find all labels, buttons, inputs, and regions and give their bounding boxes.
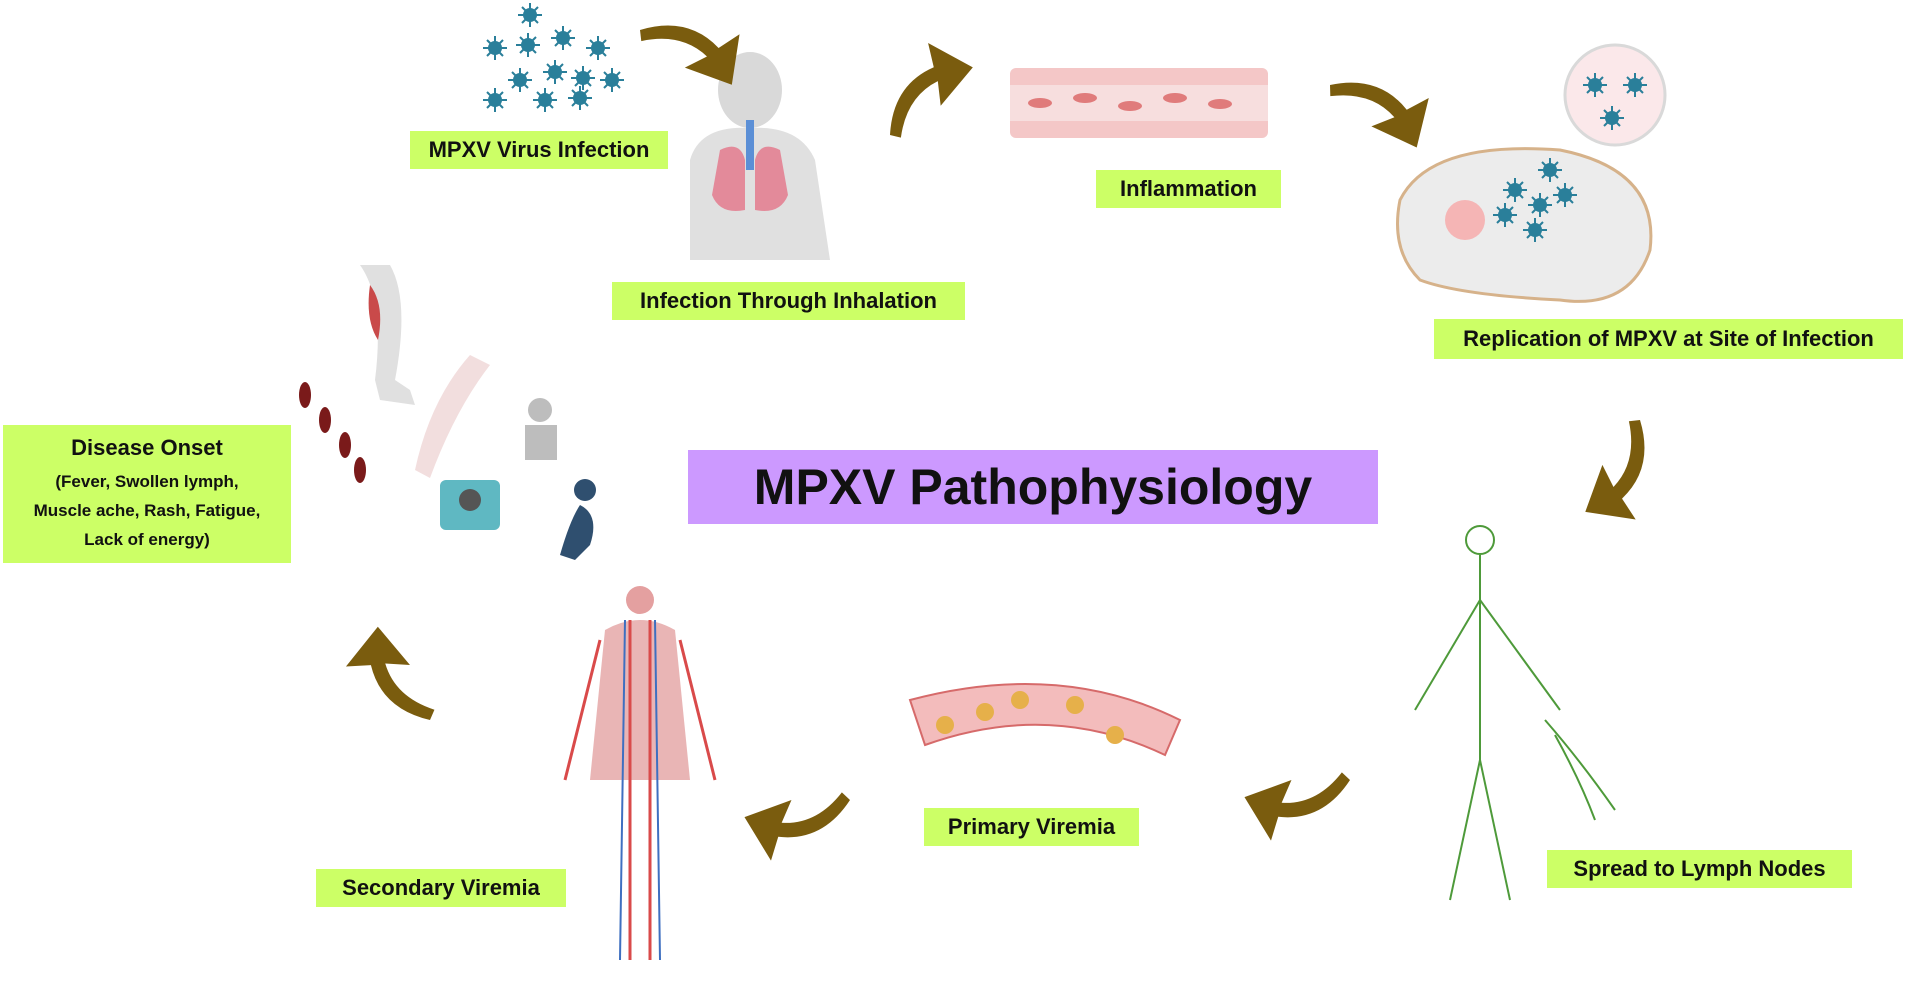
diagram-title: MPXV Pathophysiology <box>688 450 1378 524</box>
virus-cluster-icon <box>482 2 625 113</box>
stage-primary-viremia: Primary Viremia <box>924 808 1139 846</box>
symptom-icons <box>299 265 596 560</box>
arrow-2-icon <box>867 35 973 148</box>
stage-secondary-viremia: Secondary Viremia <box>316 869 566 907</box>
onset-line-2: Muscle ache, Rash, Fatigue, <box>33 500 261 520</box>
arrow-3-icon <box>1321 57 1438 148</box>
stage-inhalation: Infection Through Inhalation <box>612 282 965 320</box>
stage-inflammation: Inflammation <box>1096 170 1281 208</box>
arrow-4-icon <box>1585 413 1669 529</box>
arrow-7-icon <box>339 626 446 740</box>
stage-virus-infection: MPXV Virus Infection <box>410 131 668 169</box>
arrow-1-icon <box>633 1 749 85</box>
arrow-6-icon <box>744 781 861 865</box>
person-lungs-icon <box>690 52 830 260</box>
onset-heading: Disease Onset <box>71 434 223 460</box>
primary-viremia-vessel-icon <box>908 683 1182 757</box>
stage-lymph: Spread to Lymph Nodes <box>1547 850 1852 888</box>
onset-line-3: Lack of energy) <box>84 529 210 549</box>
stage-disease-onset: Disease Onset (Fever, Swollen lymph, Mus… <box>3 425 291 563</box>
arrow-5-icon <box>1244 761 1361 845</box>
blood-vessel-icon <box>1010 68 1268 138</box>
onset-line-1: (Fever, Swollen lymph, <box>55 471 239 491</box>
circulatory-body-icon <box>563 586 717 961</box>
lymph-system-icon <box>1414 525 1616 901</box>
stage-replication: Replication of MPXV at Site of Infection <box>1434 319 1903 359</box>
infected-cell-icon <box>1396 43 1667 303</box>
